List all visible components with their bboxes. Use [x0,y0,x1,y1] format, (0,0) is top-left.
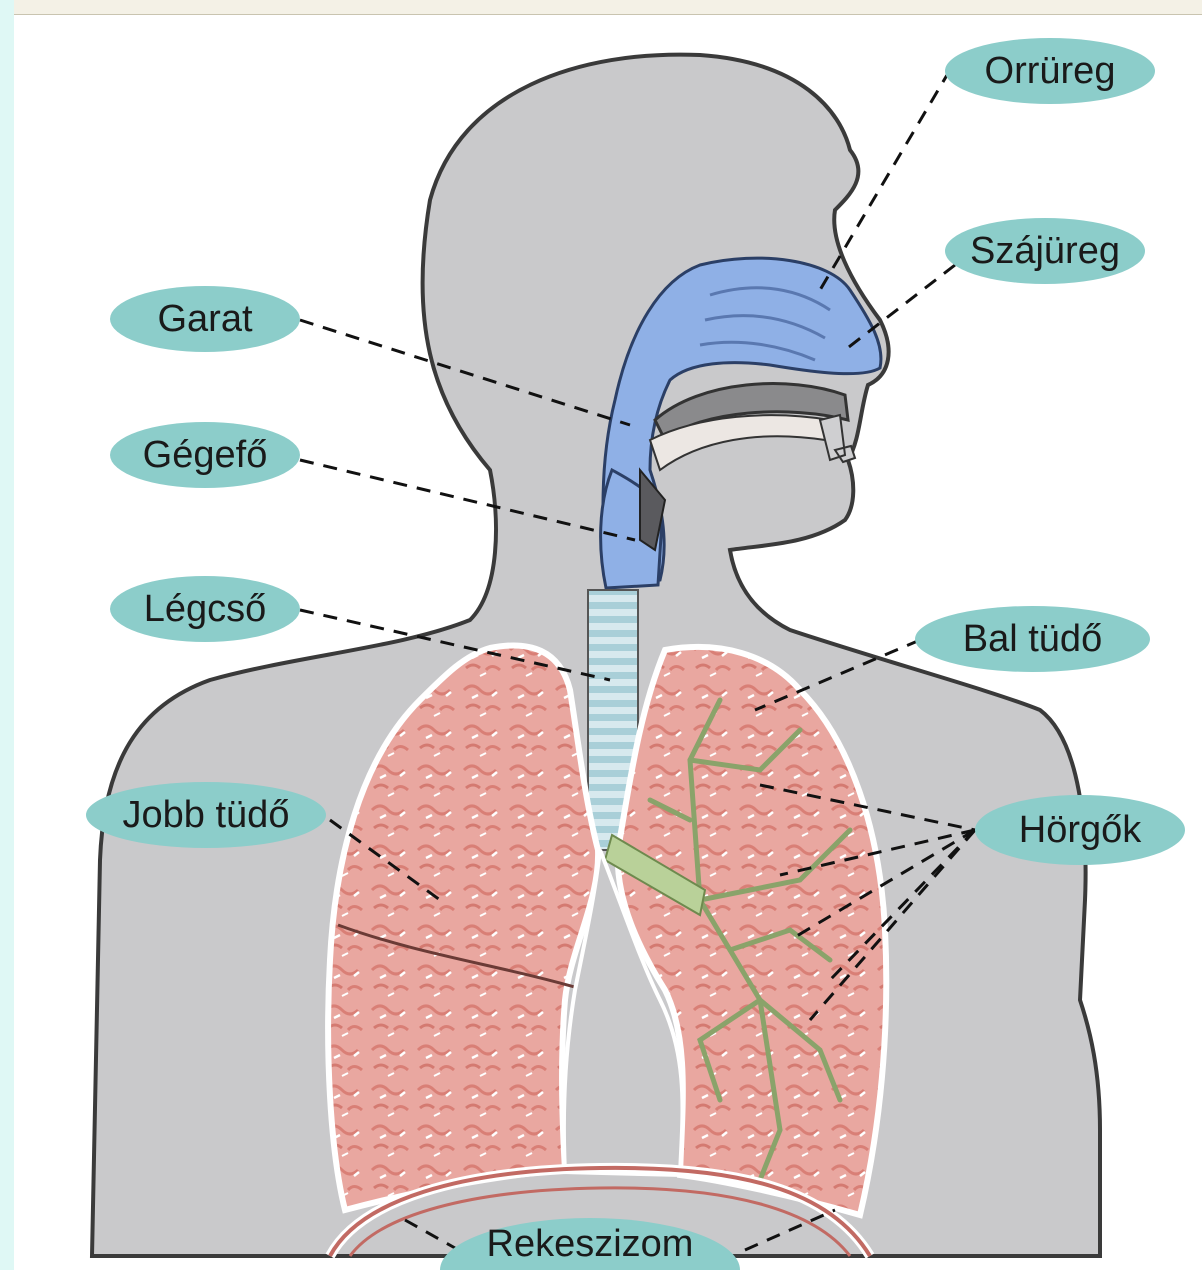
label-jobb-tudo: Jobb tüdő [86,782,326,848]
label-bal-tudo: Bal tüdő [915,606,1150,672]
left-border [0,0,14,1270]
label-horgok: Hörgők [975,795,1185,865]
label-gegefo: Gégefő [110,422,300,488]
label-legcso: Légcső [110,576,300,642]
top-border [0,0,1202,15]
label-orrureg: Orrüreg [945,38,1155,104]
label-szajureg: Szájüreg [945,218,1145,284]
label-garat: Garat [110,286,300,352]
